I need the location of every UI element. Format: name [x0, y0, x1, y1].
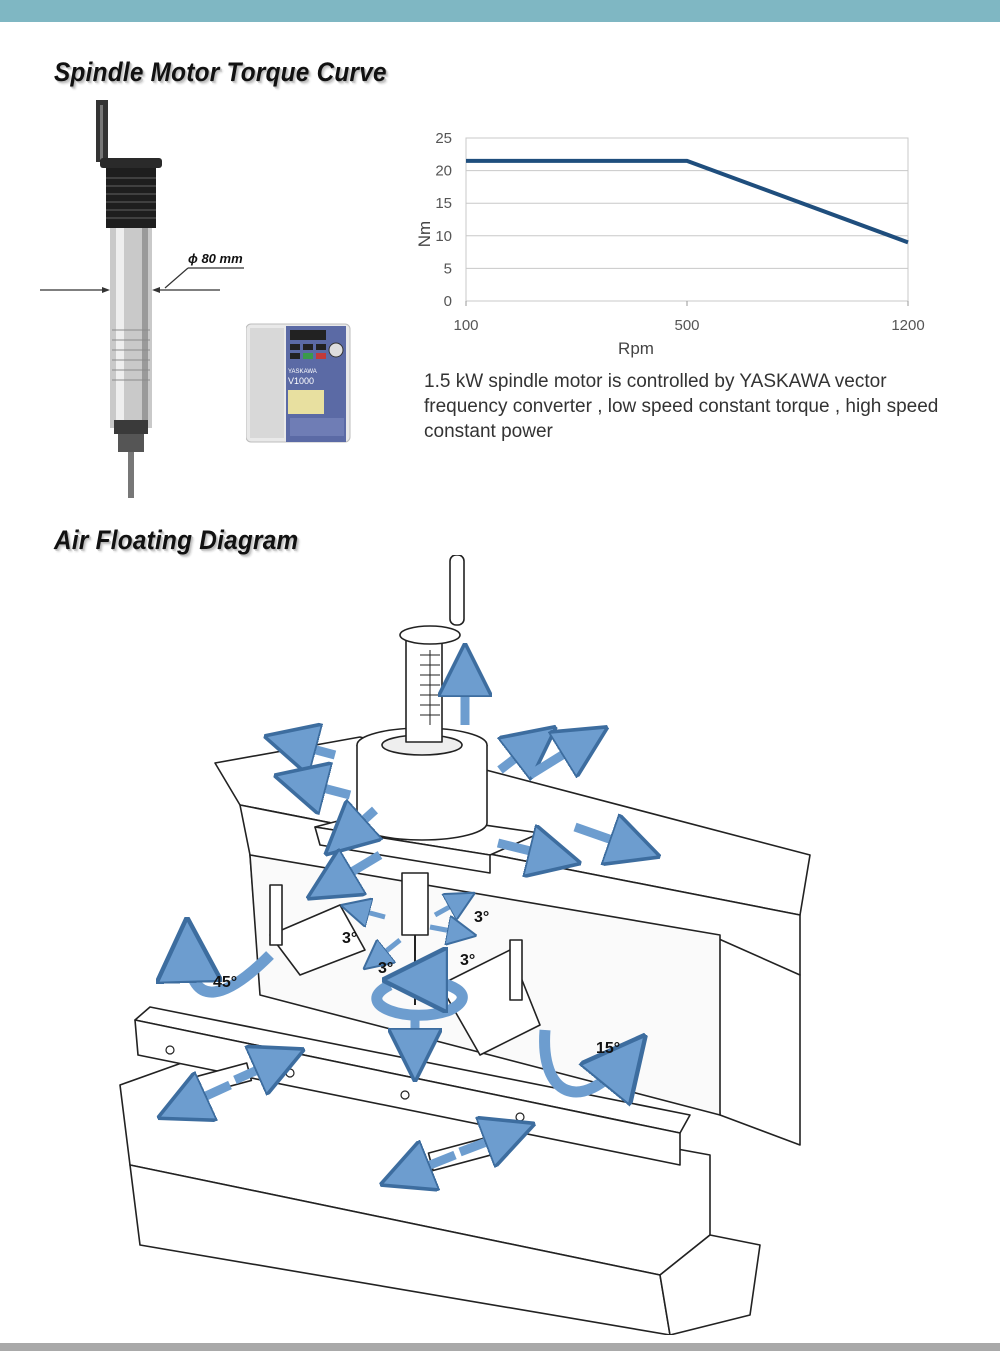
- spindle-diameter-label: ϕ 80 mm: [188, 251, 243, 266]
- motion-arrows: [182, 670, 635, 1175]
- chart-x-tick-label: 100: [453, 317, 478, 334]
- arrow-down-left: [345, 810, 375, 837]
- chart-y-tick-label: 25: [435, 130, 452, 147]
- spindle-motor-body: [405, 629, 443, 743]
- arrow-rear-left-2: [300, 782, 352, 795]
- inverter-image: YASKAWA V1000: [246, 323, 351, 443]
- chart-y-tick-label: 0: [444, 293, 452, 310]
- chart-x-ticks: 100 500 1200: [453, 301, 925, 334]
- spindle-motor-image: [40, 100, 244, 498]
- arrow-front-left: [182, 1085, 232, 1107]
- motor-shaft: [449, 555, 465, 626]
- chart-series-line: [466, 158, 909, 245]
- spindle-thread-housing: [106, 168, 156, 228]
- arrow-rotate-spindle: [371, 980, 468, 1021]
- angle-label-3-center: 3°: [378, 960, 393, 977]
- arrow-left-down: [330, 855, 383, 885]
- arrow-front-right-2: [458, 1133, 510, 1152]
- footer-bar: [0, 1343, 1000, 1351]
- angle-label-3-right: 3°: [474, 909, 489, 926]
- air-floating-diagram: 45° 15° 3° 3° 3° 3°: [119, 555, 811, 1335]
- chart-x-tick-label: 500: [674, 317, 699, 334]
- arrow-rear-right-1: [500, 743, 535, 770]
- angle-label-3-right-low: 3°: [460, 952, 475, 969]
- angle-label-45: 45°: [213, 974, 237, 991]
- rotation-arrows: [188, 950, 625, 1092]
- chart-y-tick-label: 10: [435, 228, 452, 245]
- spindle-flange: [100, 158, 162, 168]
- arrow-rotate-15: [539, 1029, 625, 1092]
- torque-curve-chart: 0 5 10 15 20 25 100 500 1200 Nm Rpm: [415, 130, 925, 358]
- chart-x-tick-label: 1200: [891, 317, 924, 334]
- arrow-rear-left-1: [290, 743, 337, 755]
- angle-label-3-left: 3°: [342, 930, 357, 947]
- section-title-torque-curve: Spindle Motor Torque Curve: [54, 57, 387, 87]
- arrow-front-left-2: [233, 1060, 280, 1080]
- chart-y-tick-label: 5: [444, 260, 452, 277]
- arrow-rotate-45: [188, 950, 274, 998]
- arrow-right-rail: [573, 827, 635, 848]
- spindle-nose: [401, 872, 429, 936]
- arrow-right-carriage: [496, 843, 555, 857]
- inverter-model: V1000: [288, 376, 314, 386]
- spindle-tool: [128, 452, 134, 498]
- chart-x-axis-label: Rpm: [618, 339, 654, 358]
- angle-label-15: 15°: [596, 1040, 620, 1057]
- spindle-description: 1.5 kW spindle motor is controlled by YA…: [424, 371, 939, 442]
- arrow-front-right: [405, 1155, 457, 1175]
- header-bar: [0, 0, 1000, 22]
- chart-y-ticks: 0 5 10 15 20 25: [435, 130, 452, 310]
- chart-y-axis-label: Nm: [415, 221, 434, 247]
- inverter-brand: YASKAWA: [288, 369, 317, 375]
- arrow-rear-right-2: [527, 741, 585, 779]
- chart-y-tick-label: 20: [435, 163, 452, 180]
- chart-y-tick-label: 15: [435, 195, 452, 212]
- section-title-air-floating: Air Floating Diagram: [54, 525, 299, 555]
